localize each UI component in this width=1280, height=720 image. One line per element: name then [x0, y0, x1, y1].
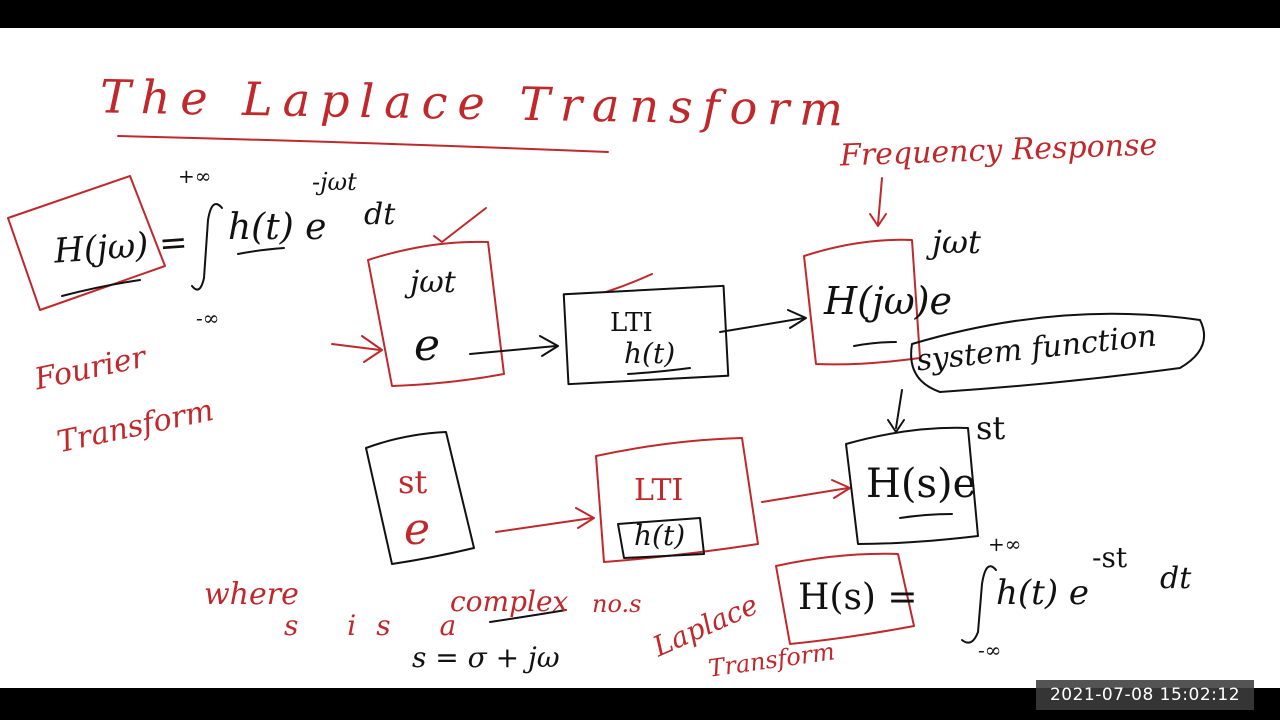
bottom-output-exponent: st: [976, 409, 1006, 447]
bottom-input-box: [365, 431, 475, 565]
top-output-exponent: jωt: [932, 223, 981, 261]
top-input-box: [367, 240, 505, 387]
bottom-input-to-lti-arrow: [495, 507, 595, 533]
fourier-dt: dt: [364, 197, 396, 232]
title-underline: [117, 135, 609, 153]
top-input-exponent: jωt: [410, 265, 456, 300]
bottom-output-box: [845, 426, 979, 545]
where-label: where: [204, 577, 299, 612]
laplace-integrand: h(t) e: [996, 573, 1090, 613]
top-lti-to-output-arrow: [719, 309, 807, 333]
complex-label: complex: [450, 585, 569, 618]
top-input-to-lti-arrow: [469, 335, 559, 357]
laplace-lhs: H(s) =: [798, 577, 918, 618]
fourier-lhs: H(jω) =: [52, 222, 189, 272]
laplace-integral-sign: [961, 565, 997, 644]
bottom-lti-inner-box: [617, 517, 705, 559]
top-lti-label: LTI: [610, 308, 653, 338]
laplace-lhs-box: [775, 552, 915, 645]
complex-underline: [489, 609, 567, 623]
laplace-upper-limit: +∞: [988, 532, 1022, 556]
laplace-lower-limit: -∞: [978, 638, 1002, 662]
page-title: The Laplace Transform: [99, 69, 854, 137]
top-lti-h-underline: [627, 367, 691, 375]
fourier-lower-limit: -∞: [196, 306, 220, 330]
fourier-exponent: -jωt: [312, 168, 357, 196]
video-timestamp: 2021-07-08 15:02:12: [1036, 680, 1254, 710]
fourier-integral-sign: [191, 203, 223, 291]
nos-label: no.s: [592, 590, 642, 618]
bottom-lti-box: [595, 437, 759, 563]
bottom-input-exponent: st: [398, 463, 428, 501]
bottom-lti-label: LTI: [634, 473, 684, 508]
system-function-arrow: [887, 389, 905, 433]
check-mark-lti: [605, 273, 653, 293]
top-lti-impulse: h(t): [624, 337, 676, 370]
check-mark-input: [433, 207, 487, 243]
fourier-lhs-box: [7, 175, 166, 311]
top-output-base: H(jω)e: [824, 279, 953, 323]
s-is-a-label: s is a: [284, 609, 477, 642]
laplace-exponent: -st: [1092, 541, 1128, 574]
system-function-outline: [910, 312, 1205, 393]
top-output-box: [803, 238, 921, 366]
fourier-integrand: h(t) e: [228, 207, 327, 248]
bottom-output-base: H(s)e: [866, 461, 977, 507]
frequency-response-arrow: [869, 177, 887, 227]
top-input-arrow: [331, 335, 383, 363]
top-input-base: e: [414, 320, 441, 371]
fourier-lhs-underline: [61, 279, 141, 297]
bottom-input-base: e: [404, 504, 431, 555]
bottom-lti-impulse: h(t): [634, 519, 686, 552]
top-output-underline: [853, 341, 897, 347]
whiteboard-canvas: The Laplace Transform H(jω) = +∞ -∞ h(t)…: [0, 28, 1280, 710]
bottom-output-underline: [899, 513, 953, 519]
fourier-upper-limit: +∞: [178, 164, 212, 188]
ink-strokes: [7, 135, 1205, 645]
s-equation: s = σ + jω: [412, 641, 560, 674]
bottom-lti-to-output-arrow: [761, 479, 851, 503]
fourier-h-underline: [237, 247, 285, 255]
laplace-dt: dt: [1160, 561, 1192, 596]
